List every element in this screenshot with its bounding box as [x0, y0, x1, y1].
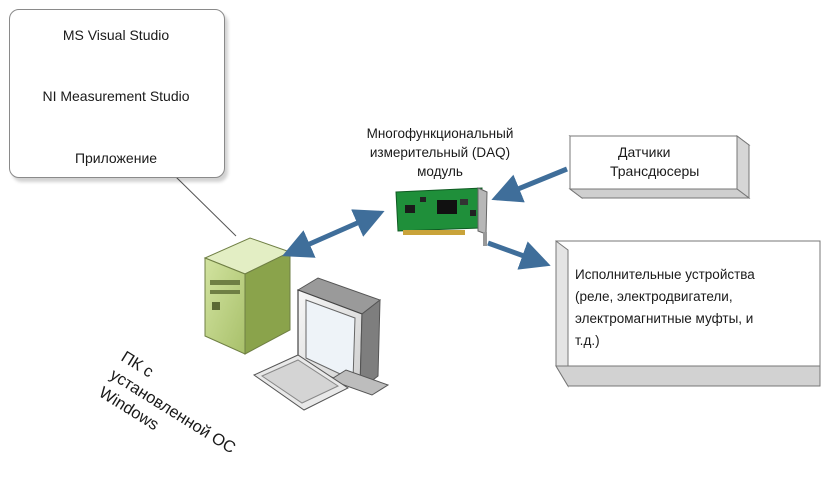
actuator-arrow	[487, 240, 551, 270]
actuators-line-4: т.д.)	[575, 333, 600, 348]
daq-label-line-1: Многофункциональный	[366, 126, 514, 141]
actuators-box	[555, 240, 821, 388]
sensor-arrow	[491, 166, 568, 203]
connector-line	[175, 176, 237, 237]
sensors-box	[568, 135, 751, 199]
application-label: Приложение	[74, 150, 158, 166]
keyboard-image	[252, 354, 349, 411]
actuators-line-3: электромагнитные муфты, и	[575, 311, 754, 326]
sensors-line-2: Трансдюсеры	[610, 163, 700, 179]
pc-tower-image	[203, 237, 292, 355]
daq-board-image	[395, 187, 488, 246]
daq-module-label: Многофункциональный измерительный (DAQ) …	[335, 124, 545, 181]
monitor-image	[296, 277, 390, 396]
daq-label-line-3: модуль	[417, 164, 463, 179]
actuators-line-1: Исполнительные устройства	[575, 267, 755, 282]
visual-studio-label: MS Visual Studio	[62, 27, 170, 43]
software-stack-box	[9, 9, 225, 178]
daq-label-line-2: измерительный (DAQ)	[369, 145, 511, 160]
pc-daq-arrow	[282, 209, 385, 258]
measurement-studio-label: NI Measurement Studio	[42, 88, 190, 104]
diagram-canvas	[101, 22, 821, 411]
actuators-line-2: (реле, электродвигатели,	[575, 289, 733, 304]
sensors-line-1: Датчики	[618, 144, 671, 160]
actuators-text: Исполнительные устройства (реле, электро…	[575, 264, 815, 352]
sensors-text: Датчики Трансдюсеры	[590, 143, 740, 181]
